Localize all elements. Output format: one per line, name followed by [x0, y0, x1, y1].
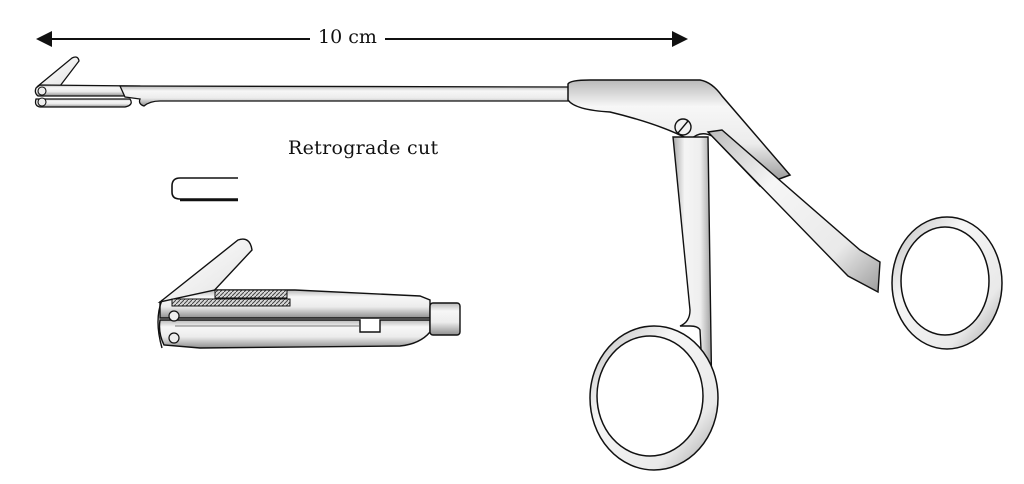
instrument-tip [34, 56, 161, 108]
retrograde-cut-icon [171, 177, 238, 202]
finger-ring-right [891, 216, 1003, 350]
retrograde-cut-caption: Retrograde cut [288, 137, 439, 159]
arrow-right-icon [672, 31, 688, 47]
instrument-shaft [118, 85, 571, 107]
rear-lever [706, 129, 881, 294]
instrument-handle [567, 79, 792, 187]
scale-bar-label: 10 cm [310, 26, 385, 48]
arrow-left-icon [36, 31, 52, 47]
finger-ring-lower [589, 325, 719, 471]
tip-detail-enlarged [157, 238, 461, 349]
